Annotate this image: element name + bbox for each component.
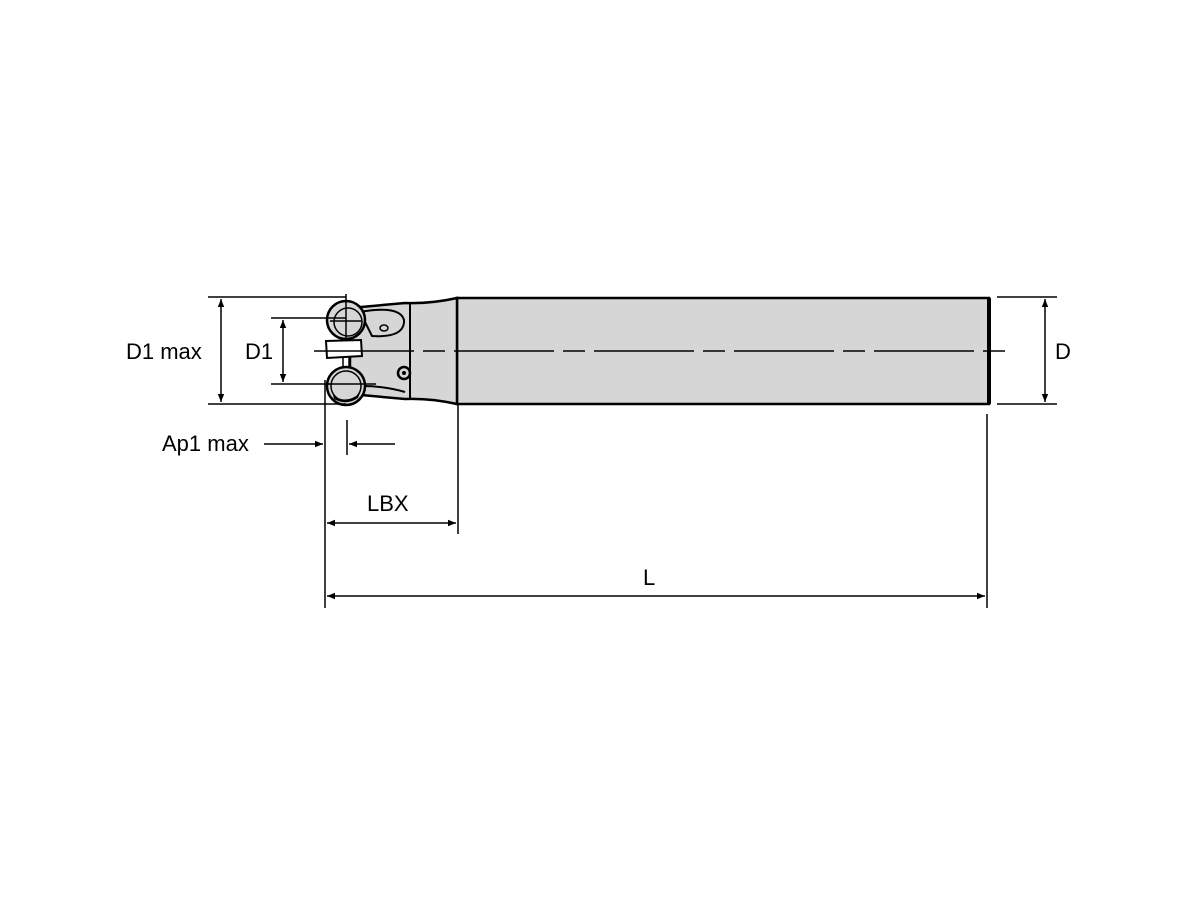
dimension-l: L [327,565,985,600]
label-d1-max: D1 max [126,339,202,364]
dimension-d1: D1 [245,317,346,385]
insert-bottom [325,365,376,407]
dimension-ap1-max: Ap1 max [162,431,395,456]
label-ap1-max: Ap1 max [162,431,249,456]
label-lbx: LBX [367,491,409,516]
dimension-d: D [997,296,1071,405]
label-l: L [643,565,655,590]
dimension-d1-max: D1 max [126,296,346,405]
dimension-lbx: LBX [327,491,456,527]
label-d1: D1 [245,339,273,364]
label-d: D [1055,339,1071,364]
insert-top [325,294,367,345]
